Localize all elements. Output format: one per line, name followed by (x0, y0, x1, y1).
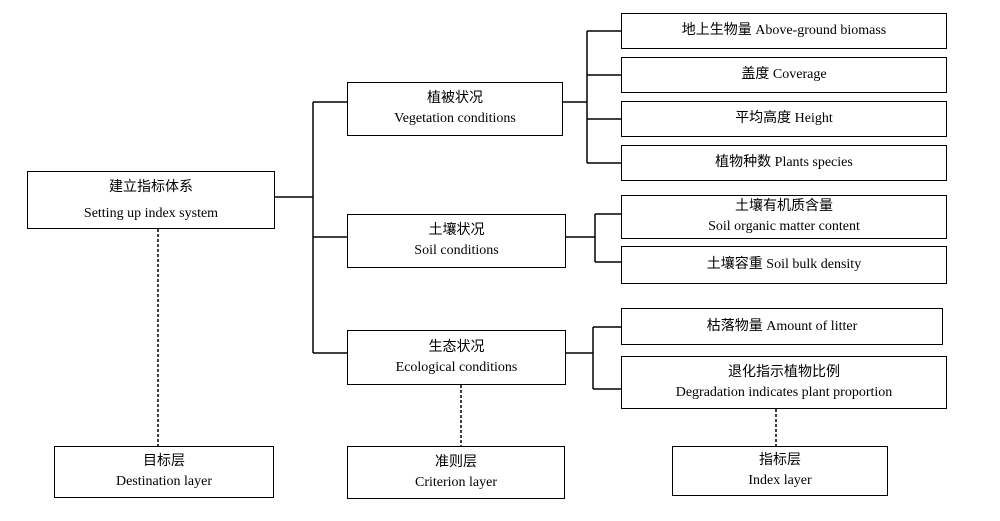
index-label: 盖度 Coverage (741, 67, 827, 82)
layer-label-zh: 指标层 (759, 453, 801, 468)
criterion-label-zh: 植被状况 (427, 91, 483, 106)
criterion-soil: 土壤状况 Soil conditions (347, 214, 566, 268)
index-plants-species: 植物种数 Plants species (621, 145, 947, 181)
index-above-ground-biomass: 地上生物量 Above-ground biomass (621, 13, 947, 49)
index-label-zh: 土壤有机质含量 (735, 199, 833, 214)
index-soil-organic-matter: 土壤有机质含量 Soil organic matter content (621, 195, 947, 239)
root-label-zh: 建立指标体系 (109, 180, 193, 195)
criterion-label-en: Vegetation conditions (394, 111, 516, 126)
criterion-label-zh: 土壤状况 (428, 223, 485, 238)
index-label: 土壤容重 Soil bulk density (706, 257, 862, 272)
criterion-label-zh: 生态状况 (428, 339, 485, 355)
layer-label-en: Destination layer (115, 474, 213, 489)
layer-label-zh: 目标层 (143, 454, 185, 469)
index-coverage: 盖度 Coverage (621, 57, 947, 93)
index-soil-bulk-density: 土壤容重 Soil bulk density (621, 246, 947, 284)
layer-destination: 目标层 Destination layer (54, 446, 274, 498)
index-label: 平均高度 Height (735, 111, 833, 126)
root-box: 建立指标体系 Setting up index system (27, 171, 275, 229)
index-label: 枯落物量 Amount of litter (706, 318, 858, 334)
criterion-vegetation: 植被状况 Vegetation conditions (347, 82, 563, 136)
index-label: 地上生物量 Above-ground biomass (681, 23, 887, 38)
index-degradation-plant-proportion: 退化指示植物比例 Degradation indicates plant pro… (621, 356, 947, 409)
index-label-en: Degradation indicates plant proportion (675, 384, 893, 400)
index-label-zh: 退化指示植物比例 (728, 364, 840, 380)
index-label-en: Soil organic matter content (708, 219, 860, 234)
root-label-en: Setting up index system (83, 206, 219, 221)
layer-label-en: Criterion layer (414, 474, 498, 490)
criterion-label-en: Ecological conditions (395, 359, 518, 375)
layer-label-zh: 准则层 (435, 454, 477, 470)
layer-criterion: 准则层 Criterion layer (347, 446, 565, 499)
layer-label-en: Index layer (748, 473, 812, 488)
index-height: 平均高度 Height (621, 101, 947, 137)
index-label: 植物种数 Plants species (715, 155, 853, 170)
criterion-ecological: 生态状况 Ecological conditions (347, 330, 566, 385)
criterion-label-en: Soil conditions (414, 243, 499, 258)
index-amount-of-litter: 枯落物量 Amount of litter (621, 308, 943, 345)
layer-index: 指标层 Index layer (672, 446, 888, 496)
